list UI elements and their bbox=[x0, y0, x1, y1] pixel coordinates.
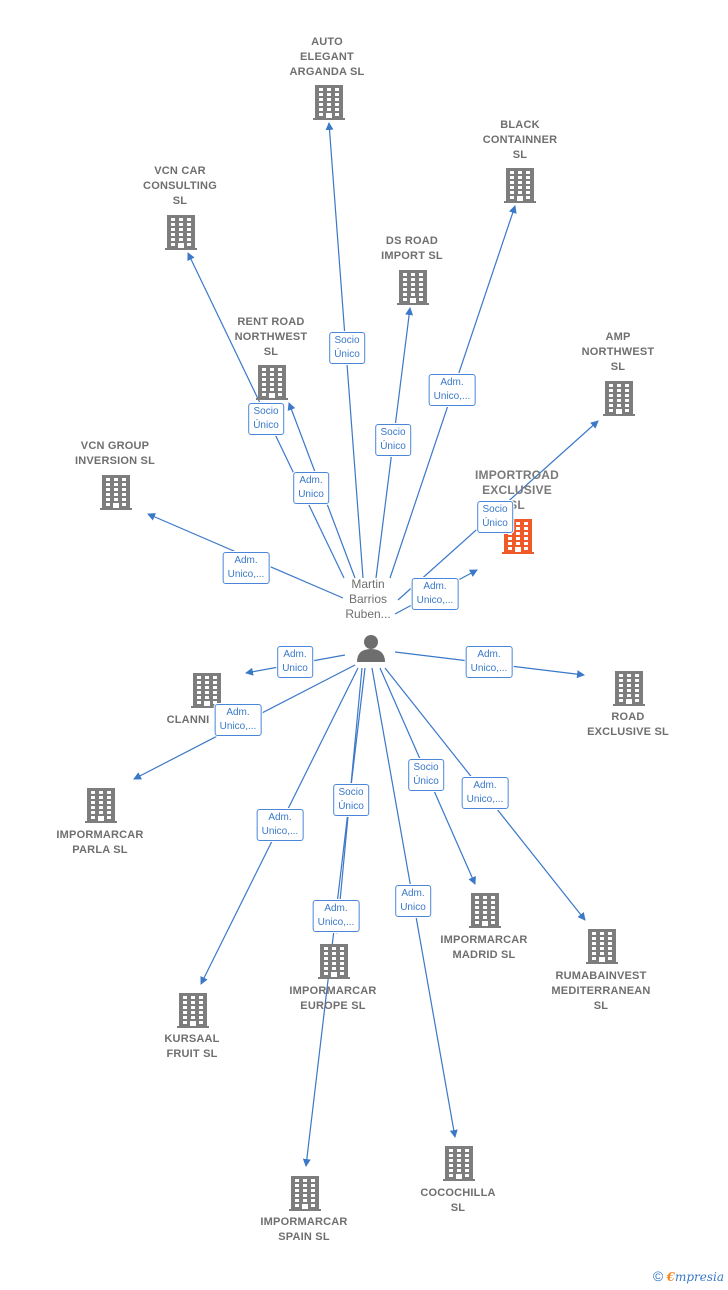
company-name-vcn-group[interactable]: VCN GROUP INVERSION SL bbox=[74, 440, 156, 467]
building-icon[interactable] bbox=[397, 270, 429, 305]
building-icon[interactable] bbox=[191, 673, 223, 708]
company-name-black-containner[interactable]: BLACK CONTAINNER SL bbox=[482, 119, 558, 161]
relation-badge-cocochilla[interactable]: Adm. Unico bbox=[395, 885, 431, 917]
copyright-icon: © bbox=[652, 1268, 664, 1284]
building-icon[interactable] bbox=[469, 893, 501, 928]
company-name-rumabainvest[interactable]: RUMABAINVEST MEDITERRANEAN SL bbox=[551, 970, 651, 1012]
relation-badge-clanni[interactable]: Adm. Unico bbox=[277, 646, 313, 678]
company-name-rent-road[interactable]: RENT ROAD NORTHWEST SL bbox=[234, 316, 308, 358]
building-icon[interactable] bbox=[177, 993, 209, 1028]
relation-badge-rumabainvest[interactable]: Adm. Unico,... bbox=[461, 777, 509, 809]
company-name-cocochilla[interactable]: COCOCHILLA SL bbox=[420, 1187, 496, 1214]
company-name-ds-road[interactable]: DS ROAD IMPORT SL bbox=[381, 235, 443, 262]
company-name-auto-elegant[interactable]: AUTO ELEGANT ARGANDA SL bbox=[289, 36, 365, 78]
company-name-impormarcar-europe[interactable]: IMPORMARCAR EUROPE SL bbox=[289, 985, 377, 1012]
building-icon[interactable] bbox=[586, 929, 618, 964]
building-icon[interactable] bbox=[256, 365, 288, 400]
brand-logo-text: mpresia bbox=[674, 1270, 724, 1284]
company-name-kursaal[interactable]: KURSAAL FRUIT SL bbox=[164, 1033, 220, 1060]
footer-brand[interactable]: © €mpresia bbox=[653, 1268, 724, 1284]
building-icon[interactable] bbox=[289, 1176, 321, 1211]
company-name-importroad[interactable]: IMPORTROAD EXCLUSIVE SL bbox=[475, 468, 559, 512]
building-icon[interactable] bbox=[85, 788, 117, 823]
building-icon[interactable] bbox=[613, 671, 645, 706]
building-icon[interactable] bbox=[100, 475, 132, 510]
relation-badge-importroad[interactable]: Adm. Unico,... bbox=[411, 578, 459, 610]
relation-badge-black-containner[interactable]: Adm. Unico,... bbox=[428, 374, 476, 406]
relation-badge-vcn-car[interactable]: Socio Único bbox=[248, 403, 284, 435]
person-icon[interactable] bbox=[357, 635, 385, 662]
building-icon[interactable] bbox=[165, 215, 197, 250]
building-icon[interactable] bbox=[502, 519, 534, 554]
company-name-vcn-car[interactable]: VCN CAR CONSULTING SL bbox=[143, 165, 217, 207]
company-name-impormarcar-spain[interactable]: IMPORMARCAR SPAIN SL bbox=[260, 1216, 348, 1243]
building-icon[interactable] bbox=[504, 168, 536, 203]
relation-badge-road-exclusive[interactable]: Adm. Unico,... bbox=[465, 646, 513, 678]
relation-badge-impormarcar-europe[interactable]: Adm. Unico,... bbox=[312, 900, 360, 932]
brand-logo-letter: € bbox=[666, 1270, 675, 1284]
company-name-amp-northwest[interactable]: AMP NORTHWEST SL bbox=[581, 331, 655, 373]
building-icon[interactable] bbox=[603, 381, 635, 416]
relation-badge-impormarcar-parla[interactable]: Adm. Unico,... bbox=[214, 704, 262, 736]
relation-badge-auto-elegant[interactable]: Socio Único bbox=[329, 332, 365, 364]
relation-badge-amp-northwest[interactable]: Socio Único bbox=[477, 501, 513, 533]
relation-badge-kursaal[interactable]: Adm. Unico,... bbox=[256, 809, 304, 841]
relation-badge-vcn-group[interactable]: Adm. Unico,... bbox=[222, 552, 270, 584]
company-name-impormarcar-parla[interactable]: IMPORMARCAR PARLA SL bbox=[56, 829, 144, 856]
person-name[interactable]: Martin Barrios Ruben... bbox=[345, 577, 391, 621]
relation-badge-rent-road[interactable]: Adm. Unico bbox=[293, 472, 329, 504]
company-name-road-exclusive[interactable]: ROAD EXCLUSIVE SL bbox=[587, 711, 669, 738]
company-name-impormarcar-madrid[interactable]: IMPORMARCAR MADRID SL bbox=[440, 934, 528, 961]
building-icon[interactable] bbox=[313, 85, 345, 120]
relation-badge-impormarcar-spain[interactable]: Socio Único bbox=[333, 784, 369, 816]
relation-badge-ds-road[interactable]: Socio Único bbox=[375, 424, 411, 456]
building-icon[interactable] bbox=[318, 944, 350, 979]
relation-badge-impormarcar-madrid[interactable]: Socio Único bbox=[408, 759, 444, 791]
building-icon[interactable] bbox=[443, 1146, 475, 1181]
company-name-clanni[interactable]: CLANNI bbox=[166, 714, 210, 726]
